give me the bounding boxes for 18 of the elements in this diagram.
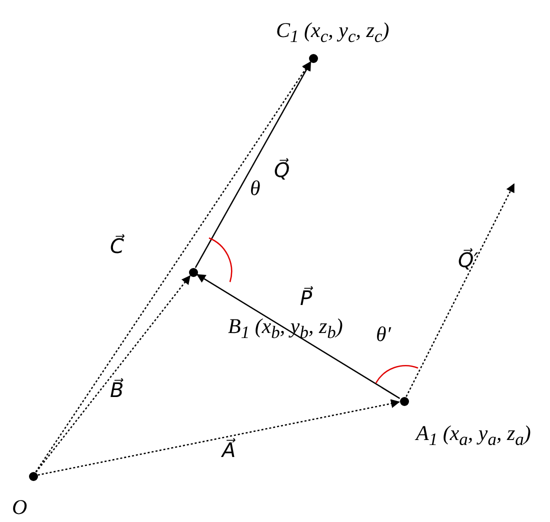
vector-arrow	[35, 61, 311, 472]
point-label: O	[12, 497, 28, 518]
vector-label: Q⃗′	[458, 250, 478, 270]
point-label: C$_{1}$ (x$_{c}$, y$_{c}$, z$_{c}$)	[276, 20, 390, 46]
vector-label: A⃗	[222, 440, 236, 460]
vector-arrow	[38, 399, 400, 476]
point-label: B$_{1}$ (x$_{b}$, y$_{b}$, z$_{b}$)	[228, 316, 343, 342]
vector-label: B⃗	[110, 380, 124, 400]
vector-arrow	[36, 275, 190, 472]
vector-arrow	[196, 274, 400, 399]
point-label: A$_{1}$ (x$_{a}$, y$_{a}$, z$_{a}$)	[416, 423, 531, 449]
vector-arrow	[406, 183, 515, 397]
vector-label: P⃗	[300, 288, 312, 308]
angle-label: θ	[250, 178, 260, 199]
angle-label: θ′	[376, 324, 391, 345]
vector-arrow	[194, 62, 312, 268]
vector-label: Q⃗	[274, 160, 290, 180]
vector-label: C⃗	[110, 236, 124, 256]
